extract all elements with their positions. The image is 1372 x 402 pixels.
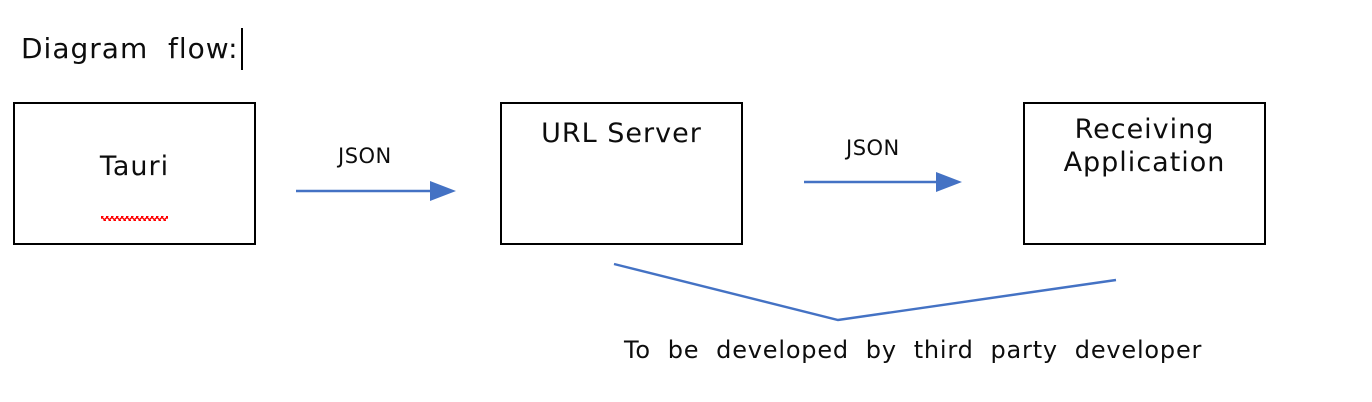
node-box-receiving-application[interactable]: Receiving Application bbox=[1023, 102, 1266, 245]
node-label-tauri-wrapper: Tauri bbox=[99, 118, 170, 221]
flow-arrow-url-server-to-receiving-application bbox=[804, 172, 962, 192]
arrow-head-icon bbox=[936, 172, 962, 192]
scope-caption: To be developed by third party developer bbox=[624, 336, 1203, 364]
edge-label-json-2: JSON bbox=[846, 136, 900, 160]
node-label-tauri: Tauri bbox=[99, 150, 170, 182]
node-box-url-server[interactable]: URL Server bbox=[500, 102, 743, 245]
node-box-tauri[interactable]: Tauri bbox=[13, 102, 256, 245]
scope-bracket-line bbox=[613, 262, 1117, 322]
edge-label-json-1: JSON bbox=[338, 144, 392, 168]
arrow-head-icon bbox=[430, 181, 456, 201]
node-label-receiving-application: Receiving Application bbox=[1063, 114, 1226, 178]
page-title: Diagram flow: bbox=[21, 32, 239, 65]
node-label-url-server: URL Server bbox=[541, 118, 702, 149]
flow-arrow-tauri-to-url-server bbox=[296, 181, 456, 201]
document-title-line[interactable]: Diagram flow: bbox=[21, 28, 243, 70]
scope-bracket-icon bbox=[613, 262, 1117, 322]
text-cursor bbox=[240, 28, 243, 70]
spellcheck-underline-icon bbox=[100, 215, 169, 221]
